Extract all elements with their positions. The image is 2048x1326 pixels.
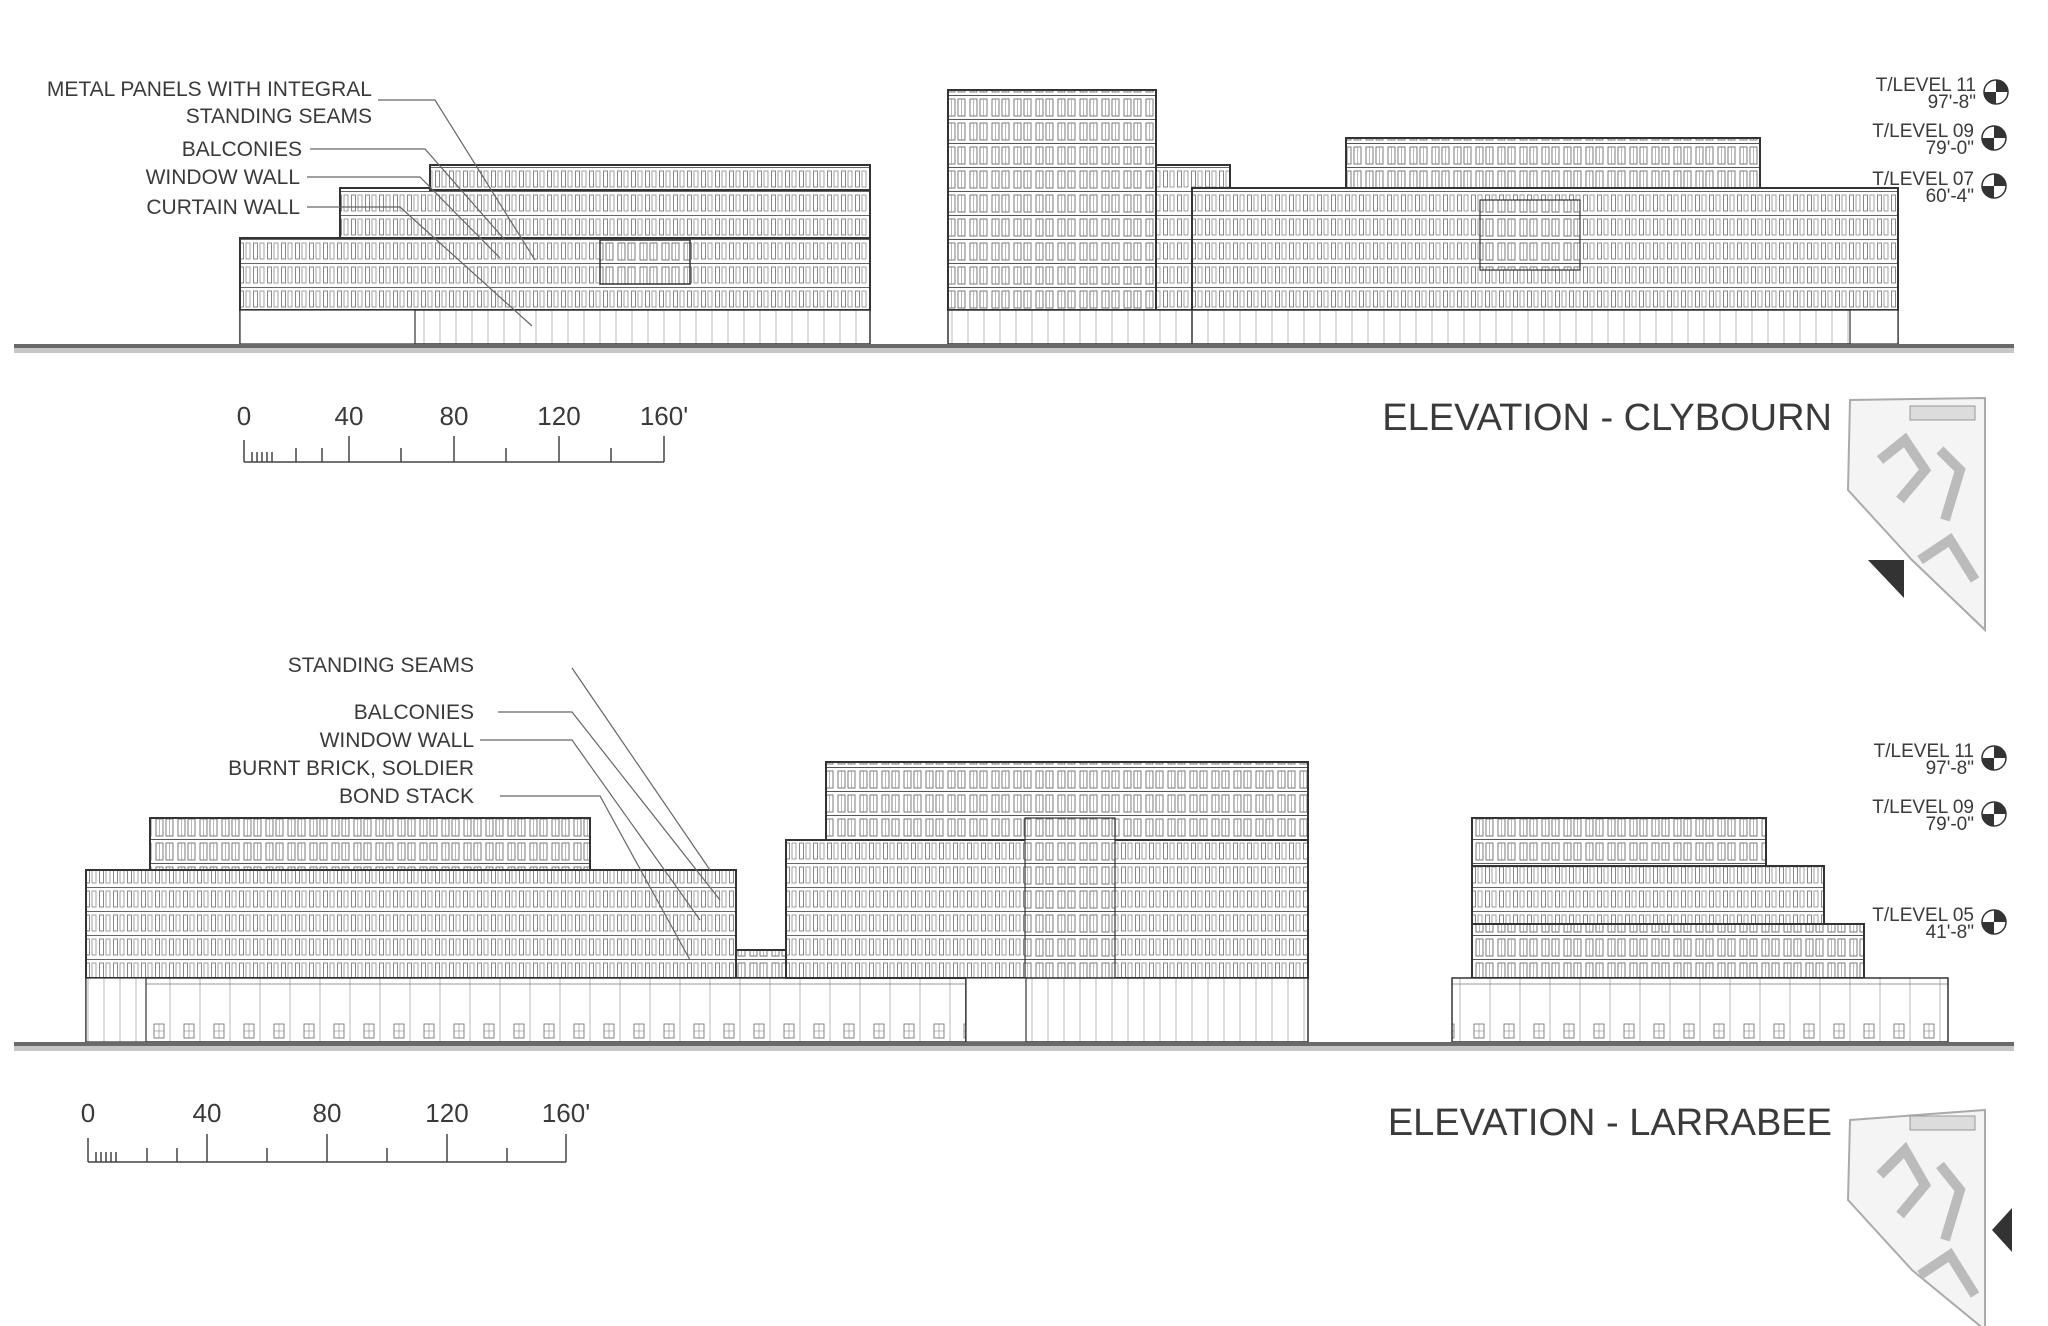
level-height: 60'-4" [1926, 186, 1974, 207]
callout-label: WINDOW WALL [320, 729, 474, 752]
scale-label: 80 [313, 1098, 342, 1128]
larrabee-key-plan-icon [1846, 1108, 2012, 1326]
larrabee-building-west [85, 817, 967, 1043]
scale-label: 160' [542, 1098, 590, 1128]
callout-label: METAL PANELS WITH INTEGRAL [47, 78, 372, 101]
level-height: 79'-0" [1926, 814, 1974, 835]
level-marker-icon [1981, 909, 2007, 935]
clybourn-scale-bar [243, 436, 665, 463]
callout-label: BALCONIES [182, 138, 302, 161]
scale-label: 0 [237, 401, 251, 431]
clybourn-grade-line [14, 344, 2014, 353]
level-name: T/LEVEL 09 [1872, 797, 1974, 818]
callout-label: BALCONIES [354, 701, 474, 724]
level-marker-icon [1981, 125, 2007, 151]
level-marker-icon [1983, 79, 2009, 105]
larrabee-elevation [14, 667, 2014, 1051]
clybourn-elevation [14, 89, 2014, 353]
callout-label: BURNT BRICK, SOLDIER [228, 757, 474, 780]
scale-label: 40 [193, 1098, 222, 1128]
level-name: T/LEVEL 05 [1872, 905, 1974, 926]
level-marker-icon [1981, 173, 2007, 199]
callout-label: STANDING SEAMS [186, 105, 372, 128]
level-height: 41'-8" [1926, 922, 1974, 943]
clybourn-key-plan-icon [1846, 396, 1986, 633]
scale-label: 120 [425, 1098, 468, 1128]
larrabee-building-tower [785, 761, 1309, 1043]
level-marker-icon [1981, 801, 2007, 827]
scale-label: 0 [81, 1098, 95, 1128]
scale-label: 160' [640, 401, 688, 431]
level-name: T/LEVEL 07 [1872, 169, 1974, 190]
elevation-title: ELEVATION - CLYBOURN [1382, 397, 1832, 439]
clybourn-building-west [239, 164, 871, 345]
level-height: 97'-8" [1926, 758, 1974, 779]
scale-label: 120 [537, 401, 580, 431]
larrabee-grade-line [14, 1042, 2014, 1051]
larrabee-callout-leaders [480, 667, 721, 961]
larrabee-building-east [1451, 817, 1949, 1043]
clybourn-building-tower [947, 89, 1231, 345]
callout-label: CURTAIN WALL [146, 196, 300, 219]
level-height: 97'-8" [1928, 92, 1976, 113]
larrabee-scale-bar [87, 1134, 567, 1163]
level-name: T/LEVEL 11 [1874, 741, 1974, 762]
callout-label: BOND STACK [339, 785, 474, 808]
callout-label: WINDOW WALL [146, 166, 300, 189]
scale-label: 40 [335, 401, 364, 431]
level-markers [1981, 79, 2009, 935]
level-height: 79'-0" [1926, 138, 1974, 159]
scale-label: 80 [440, 401, 469, 431]
clybourn-building-east [1191, 137, 1899, 345]
clybourn-callout-leaders [307, 99, 536, 327]
elevation-title: ELEVATION - LARRABEE [1388, 1102, 1832, 1144]
level-name: T/LEVEL 11 [1876, 75, 1976, 96]
level-marker-icon [1981, 745, 2007, 771]
level-name: T/LEVEL 09 [1872, 121, 1974, 142]
callout-label: STANDING SEAMS [288, 654, 474, 677]
